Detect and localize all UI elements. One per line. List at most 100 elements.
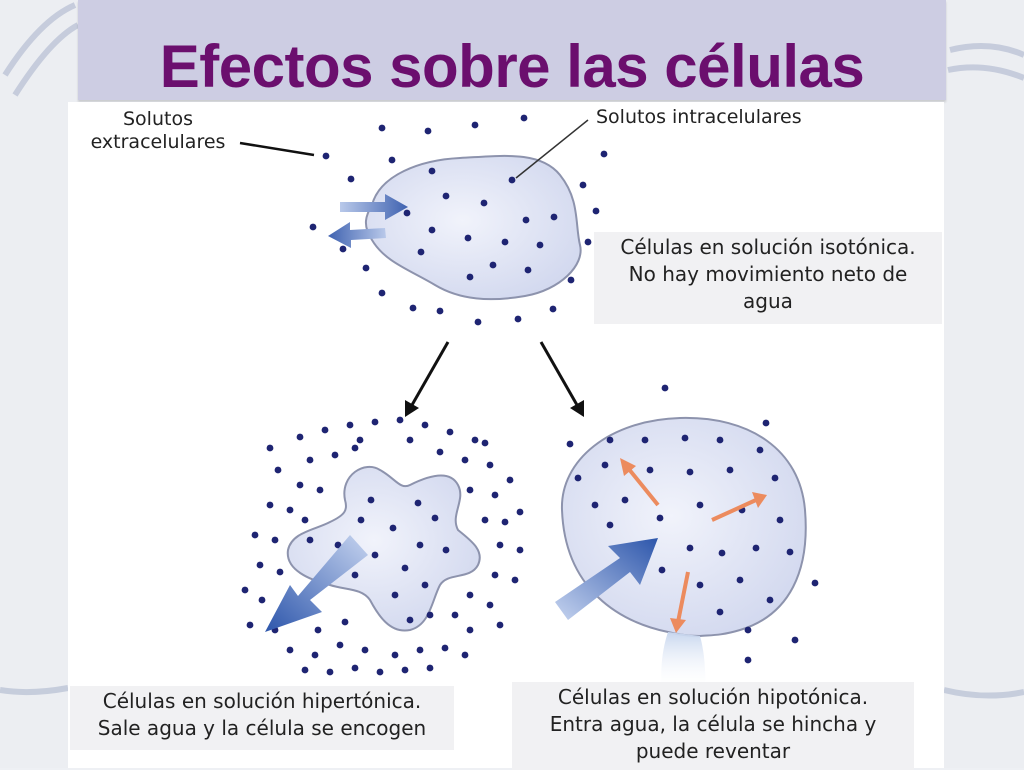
isotonic-caption-line-2: No hay movimiento neto de [628, 262, 908, 286]
solute-dot [428, 226, 436, 234]
solute-dot [417, 248, 425, 256]
solute-dot [716, 436, 724, 444]
solute-dot [431, 514, 439, 522]
hypertonic-caption-line-1: Células en solución hipertónica. [102, 689, 422, 713]
solute-dot [762, 419, 770, 427]
solute-dot [621, 496, 629, 504]
solute-dot [524, 266, 532, 274]
solute-dot [658, 566, 666, 574]
hypotonic-caption-line-2: Entra agua, la célula se hincha y [549, 712, 877, 736]
solute-dot [496, 541, 504, 549]
solute-dot [766, 596, 774, 604]
solute-dot [356, 436, 364, 444]
solute-dot [309, 223, 317, 231]
solute-dot [480, 199, 488, 207]
solute-dot [681, 434, 689, 442]
solute-dot [516, 508, 524, 516]
solute-dot [600, 150, 608, 158]
solute-dot [522, 216, 530, 224]
solute-dot [367, 496, 375, 504]
solute-dot [486, 461, 494, 469]
solute-dot [520, 114, 528, 122]
solute-dot [251, 531, 259, 539]
solute-dot [334, 541, 342, 549]
hypotonic-water-in-arrow [555, 538, 658, 620]
solute-dot [771, 474, 779, 482]
solute-dot [406, 616, 414, 624]
solute-dot [306, 536, 314, 544]
solute-dot [474, 318, 482, 326]
solute-dot [811, 579, 819, 587]
solute-dot [511, 576, 519, 584]
solute-dot [461, 651, 469, 659]
isotonic-caption-line-1: Células en solución isotónica. [620, 235, 916, 259]
solute-dot [286, 646, 294, 654]
solute-dot [591, 501, 599, 509]
solute-dot [601, 461, 609, 469]
solute-dot [442, 546, 450, 554]
solute-dot [306, 456, 314, 464]
solute-dot [396, 416, 404, 424]
solute-dot [579, 181, 587, 189]
solute-dot [646, 466, 654, 474]
solute-dot [296, 433, 304, 441]
solute-dot [566, 440, 574, 448]
solute-dot [314, 626, 322, 634]
solute-dot [426, 611, 434, 619]
solute-dot [744, 626, 752, 634]
intracellular-label: Solutos intracelulares [596, 106, 802, 128]
solute-dot [246, 621, 254, 629]
solute-dot [451, 611, 459, 619]
solute-dot [286, 506, 294, 514]
solute-dot [406, 436, 414, 444]
solute-dot [351, 664, 359, 672]
solute-dot [362, 264, 370, 272]
extracellular-leader [239, 141, 315, 157]
solute-dot [391, 651, 399, 659]
solute-dot [241, 586, 249, 594]
solute-dot [346, 421, 354, 429]
isotonic-water-out-arrow [328, 222, 386, 248]
solute-dot [276, 568, 284, 576]
solute-dot [464, 234, 472, 242]
hypotonic-cell [560, 416, 807, 638]
solute-dot [424, 127, 432, 135]
solute-dot [736, 576, 744, 584]
solute-dot [266, 444, 274, 452]
solute-dot [536, 241, 544, 249]
solute-dot [428, 167, 436, 175]
solute-dot [351, 571, 359, 579]
solute-dot [466, 486, 474, 494]
solute-dot [466, 591, 474, 599]
solute-dot [341, 618, 349, 626]
solute-dot [466, 273, 474, 281]
solute-dots [241, 114, 819, 676]
solute-dot [416, 646, 424, 654]
solute-dot [641, 436, 649, 444]
solute-dot [496, 621, 504, 629]
solute-dot [351, 444, 359, 452]
solute-dot [744, 656, 752, 664]
solute-dot [756, 446, 764, 454]
solute-dot [696, 581, 704, 589]
solute-dot [776, 516, 784, 524]
solute-dot [436, 307, 444, 315]
solute-dot [266, 501, 274, 509]
solute-dot [301, 666, 309, 674]
solute-dot [481, 439, 489, 447]
extracellular-label-line-2: extracelulares [90, 131, 226, 153]
solute-dot [466, 626, 474, 634]
solute-dot [361, 646, 369, 654]
solute-dot [471, 436, 479, 444]
solute-dot [378, 124, 386, 132]
hypertonic-water-out-arrow [265, 535, 368, 632]
isotonic-cell [365, 154, 582, 301]
solute-dot [606, 521, 614, 529]
extracellular-label: Solutos extracelulares [78, 108, 238, 154]
isotonic-water-in-arrow [340, 194, 408, 220]
solute-dot [371, 551, 379, 559]
solute-dot [274, 466, 282, 474]
solute-dot [726, 466, 734, 474]
solute-dot [391, 591, 399, 599]
